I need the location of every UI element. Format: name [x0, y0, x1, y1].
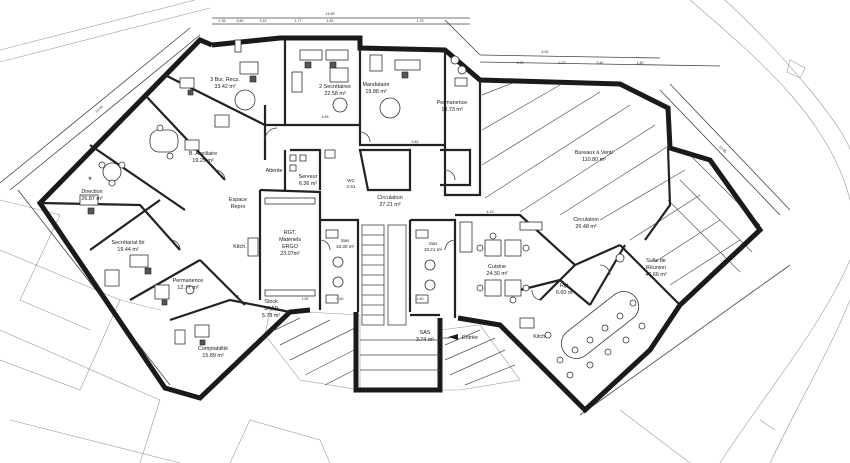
label-permanence-top: Permanence	[437, 100, 468, 106]
stairs	[360, 224, 440, 371]
area-serveur: 6.36 m²	[299, 181, 317, 187]
label-espace-repro: Espace	[229, 197, 247, 203]
area-circulation-right: 26.48 m²	[575, 224, 596, 230]
area-bureau-reception: 33.42 m²	[214, 84, 235, 90]
area-secretariat: 19.44 m²	[117, 247, 138, 253]
dim-inner-a: 4.65	[322, 115, 329, 119]
dim-right-c: 2.70	[559, 61, 566, 65]
dim-inner-c: 4.43	[487, 210, 494, 214]
dim-inner-f: 1.80	[417, 297, 424, 301]
area-sas: 3.74 m²	[416, 337, 434, 343]
label-espace-repro-2: Repro	[231, 204, 246, 210]
label-sas: SAS	[420, 330, 431, 336]
label-comptabilite: Comptabilité	[198, 346, 228, 352]
dimension-labels: 14.65 1.35 5.80 3.15 1.77 4.45 1.75 6.50…	[95, 12, 728, 301]
dim-top-total: 14.65	[326, 12, 335, 16]
label-serveur: Serveur	[299, 174, 318, 180]
area-permanence-bottom: 12.77 m²	[177, 285, 198, 291]
dim-inner-d: 1.80	[302, 297, 309, 301]
label-secretaires: 2 Secrétaires	[319, 84, 351, 90]
exterior-walls	[36, 35, 764, 414]
label-auxiliaire: B. Auxiliaire	[189, 151, 217, 157]
star-mark: *	[88, 175, 92, 185]
area-cuisine: 24.30 m²	[486, 271, 507, 277]
dim-top-a: 1.35	[219, 19, 226, 23]
area-secretaires: 22.58 m²	[324, 91, 345, 97]
dim-top-b: 5.80	[237, 19, 244, 23]
dim-right-b: 4.90	[517, 61, 524, 65]
area-direction: 26.87 m²	[81, 196, 102, 202]
area-circulation-center: 27.21 m²	[379, 202, 400, 208]
label-bureaux-vente: Bureaux à Vent/	[575, 150, 614, 156]
label-rgt-materiels: RGT.	[284, 230, 296, 236]
label-rgt-materiels-2: Matériels	[279, 237, 301, 243]
area-comptabilite: 15.89 m²	[202, 353, 223, 359]
label-stock-2: SAAD	[264, 306, 279, 312]
entrance-arrow-icon	[448, 334, 458, 340]
label-rgt-materiels-3: ERGO	[282, 244, 298, 250]
area-sanit-right: 10.21 m²	[424, 247, 443, 252]
dim-inner-b: 3.83	[412, 140, 419, 144]
label-stock: Stock	[264, 299, 278, 305]
label-direction: Direction	[81, 189, 102, 195]
label-rgt-right: Rgt.	[560, 283, 570, 289]
dim-diag-a: 15.65	[95, 105, 104, 114]
interior-walls	[39, 38, 681, 322]
dimension-lines	[0, 17, 791, 416]
label-salle-reunion: Salle de	[646, 258, 665, 264]
dim-top-d: 1.77	[295, 19, 302, 23]
door-arcs	[171, 127, 611, 306]
dim-top-c: 3.15	[260, 19, 267, 23]
area-bureaux-vente: 110.80 m²	[582, 157, 606, 163]
label-wc: WC	[347, 178, 355, 183]
area-salle-reunion: 46.66 m²	[645, 272, 666, 278]
label-entree: Entrée	[462, 335, 478, 341]
furniture	[79, 39, 646, 379]
dim-right-e: 1.80	[637, 61, 644, 65]
label-bureau-reception: 3 Bur. Recp.	[210, 77, 240, 83]
label-circulation-center: Circulation	[377, 195, 402, 201]
label-sanit-left: San	[341, 238, 350, 243]
area-stock: 5.78 m²	[262, 313, 280, 319]
area-permanence-top: 19.73 m²	[441, 107, 462, 113]
dim-top-f: 1.75	[417, 19, 424, 23]
dim-inner-e: 0.80	[337, 297, 344, 301]
area-wc: 2.61	[347, 184, 356, 189]
room-labels: 3 Bur. Recp. 33.42 m² 2 Secrétaires 22.5…	[81, 77, 666, 359]
area-sanit-left: 16.30 m²	[336, 244, 355, 249]
label-permanence-bottom: Permanence	[173, 278, 204, 284]
label-sanit-right: San	[429, 241, 438, 246]
dim-right-a: 6.50	[542, 50, 549, 54]
label-cuisine: Cuisine	[488, 264, 506, 270]
label-mandataire: Mandataire	[363, 82, 390, 88]
area-rgt-materiels: 23.07m²	[280, 251, 300, 257]
label-attente: Attente	[265, 168, 282, 174]
dim-top-e: 4.45	[327, 19, 334, 23]
area-mandataire: 19.88 m²	[365, 89, 386, 95]
label-secretariat: Secrétariat lbi	[112, 240, 145, 246]
area-rgt-right: 6.60 m²	[556, 290, 574, 296]
label-circulation-right: Circulation	[573, 217, 598, 223]
label-kitch-right: Kitch.	[533, 334, 546, 340]
area-auxiliaire: 19.29 m²	[192, 158, 213, 164]
label-salle-reunion-2: Réunion	[646, 265, 666, 271]
label-kitch-left: Kitch.	[233, 244, 246, 250]
dim-right-d: 5.40	[597, 61, 604, 65]
dim-diag-b: 12.85	[718, 145, 727, 154]
